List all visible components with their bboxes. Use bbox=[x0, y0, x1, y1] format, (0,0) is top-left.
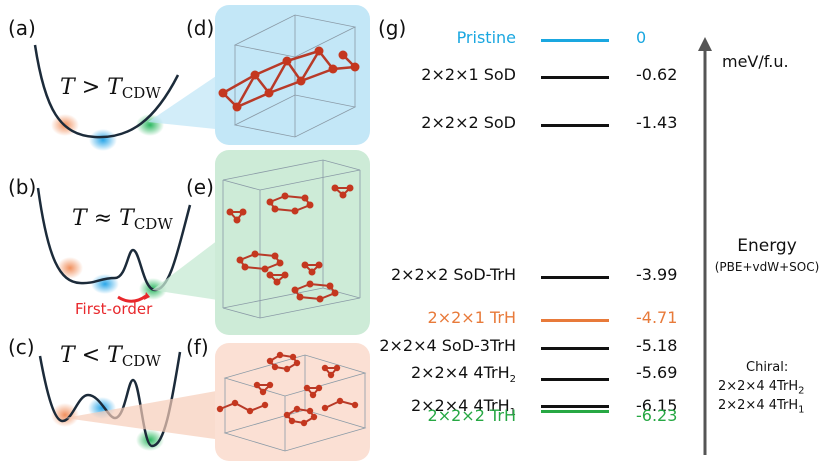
chiral-line-1: 2×2×4 4TrH2 bbox=[718, 379, 805, 397]
energy-level-value: 0 bbox=[636, 28, 647, 47]
energy-unit-label: meV/f.u. bbox=[722, 52, 789, 71]
condition-c: T < TCDW bbox=[60, 343, 161, 370]
energy-level-name: 2×2×2 SoD bbox=[421, 113, 516, 133]
state-blob-orange bbox=[51, 403, 79, 427]
panel-label-d: (d) bbox=[186, 16, 215, 40]
energy-level-name: 2×2×4 SoD-3TrH bbox=[379, 336, 516, 356]
panel-label-e: (e) bbox=[186, 175, 214, 199]
energy-level-value: -3.99 bbox=[636, 265, 678, 285]
energy-level-value: -1.43 bbox=[636, 113, 678, 133]
panel-label-f: (f) bbox=[186, 335, 209, 359]
energy-level-line bbox=[541, 377, 609, 381]
energy-level-name: 2×2×4 4TrH2 bbox=[410, 362, 516, 385]
energy-method-label: (PBE+vdW+SOC) bbox=[714, 260, 820, 274]
energy-level-line bbox=[541, 347, 609, 351]
panel-label-b: (b) bbox=[8, 175, 37, 199]
state-blob-blue bbox=[89, 129, 117, 151]
crystal-panel-d bbox=[215, 5, 370, 145]
energy-level-name: 2×2×4 4TrH1 bbox=[410, 395, 516, 419]
energy-level-line bbox=[541, 404, 609, 408]
energy-level-line bbox=[541, 409, 609, 413]
energy-level-value: -6.15 bbox=[636, 395, 678, 415]
energy-level-line bbox=[541, 39, 609, 42]
potential-diagrams bbox=[33, 44, 192, 451]
energy-level-line bbox=[541, 319, 609, 323]
chiral-line-2: 2×2×4 4TrH1 bbox=[718, 398, 805, 416]
energy-level-name: 2×2×2 TrH bbox=[427, 405, 516, 425]
energy-level-name: 2×2×1 SoD bbox=[421, 64, 516, 84]
energy-level-value: -0.62 bbox=[636, 64, 678, 84]
crystal-panel-f bbox=[215, 343, 370, 461]
energy-axis-label: Energy bbox=[737, 236, 797, 256]
panel-label-c: (c) bbox=[8, 335, 35, 359]
potential-curve bbox=[33, 44, 180, 139]
first-order-arrow bbox=[117, 294, 147, 303]
energy-level-line bbox=[541, 75, 609, 79]
energy-level-name: Pristine bbox=[456, 28, 516, 47]
cone-f bbox=[65, 390, 222, 440]
energy-level-value: -4.71 bbox=[636, 308, 678, 328]
cone-d bbox=[148, 70, 225, 130]
energy-level-line bbox=[541, 276, 609, 280]
panel-label-a: (a) bbox=[8, 16, 36, 40]
chiral-title: Chiral: bbox=[746, 360, 789, 375]
energy-level-name: 2×2×1 TrH bbox=[427, 308, 516, 328]
state-blob-green bbox=[136, 429, 164, 451]
energy-level-value: -6.23 bbox=[636, 405, 678, 425]
first-order-label: First-order bbox=[75, 300, 153, 318]
energy-axis-arrow bbox=[698, 37, 712, 455]
energy-level-line bbox=[541, 124, 609, 128]
condition-a: T > TCDW bbox=[60, 75, 161, 102]
condition-b: T ≈ TCDW bbox=[72, 206, 173, 233]
energy-level-name: 2×2×2 SoD-TrH bbox=[390, 265, 516, 285]
crystal-panel-e bbox=[215, 150, 370, 335]
panel-label-g: (g) bbox=[378, 16, 407, 40]
cone-e bbox=[152, 240, 218, 300]
projection-cones bbox=[65, 70, 225, 440]
energy-level-value: -5.69 bbox=[636, 362, 678, 382]
energy-level-value: -5.18 bbox=[636, 336, 678, 356]
